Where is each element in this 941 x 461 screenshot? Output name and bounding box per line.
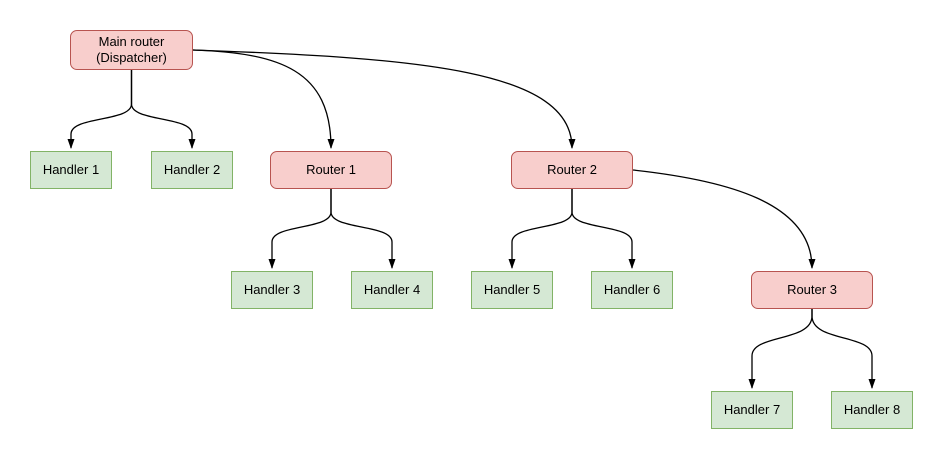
node-handler-6: Handler 6 <box>591 271 673 309</box>
node-handler-5: Handler 5 <box>471 271 553 309</box>
edge-router-3-to-handler-8 <box>811 309 876 389</box>
node-handler-1-label: Handler 1 <box>42 162 100 178</box>
node-handler-6-label: Handler 6 <box>603 282 661 298</box>
node-handler-7-label: Handler 7 <box>723 402 781 418</box>
edge-main-router-to-router-1 <box>192 49 335 149</box>
node-handler-1: Handler 1 <box>30 151 112 189</box>
edge-router-3-to-handler-7 <box>748 309 813 389</box>
edge-router-1-to-handler-3 <box>268 189 332 269</box>
node-handler-2-label: Handler 2 <box>163 162 221 178</box>
node-router-1-label: Router 1 <box>306 162 356 178</box>
edge-main-router-to-handler-2 <box>130 70 196 149</box>
node-handler-3-label: Handler 3 <box>243 282 301 298</box>
node-handler-2: Handler 2 <box>151 151 233 189</box>
node-handler-5-label: Handler 5 <box>483 282 541 298</box>
edge-router-2-to-handler-6 <box>571 189 636 269</box>
node-main-router: Main router (Dispatcher) <box>70 30 193 70</box>
node-handler-3: Handler 3 <box>231 271 313 309</box>
edge-main-router-to-handler-1 <box>67 70 133 149</box>
edge-router-2-to-handler-5 <box>508 189 573 269</box>
node-router-2: Router 2 <box>511 151 633 189</box>
node-handler-4: Handler 4 <box>351 271 433 309</box>
node-main-router-label: Main router (Dispatcher) <box>96 34 167 65</box>
edge-router-2-to-router-3 <box>632 169 816 269</box>
node-handler-4-label: Handler 4 <box>363 282 421 298</box>
edge-main-router-to-router-2 <box>192 49 576 149</box>
node-handler-7: Handler 7 <box>711 391 793 429</box>
node-router-1: Router 1 <box>270 151 392 189</box>
node-router-3: Router 3 <box>751 271 873 309</box>
edge-router-1-to-handler-4 <box>330 189 396 269</box>
node-handler-8: Handler 8 <box>831 391 913 429</box>
node-router-2-label: Router 2 <box>547 162 597 178</box>
node-router-3-label: Router 3 <box>787 282 837 298</box>
node-handler-8-label: Handler 8 <box>843 402 901 418</box>
